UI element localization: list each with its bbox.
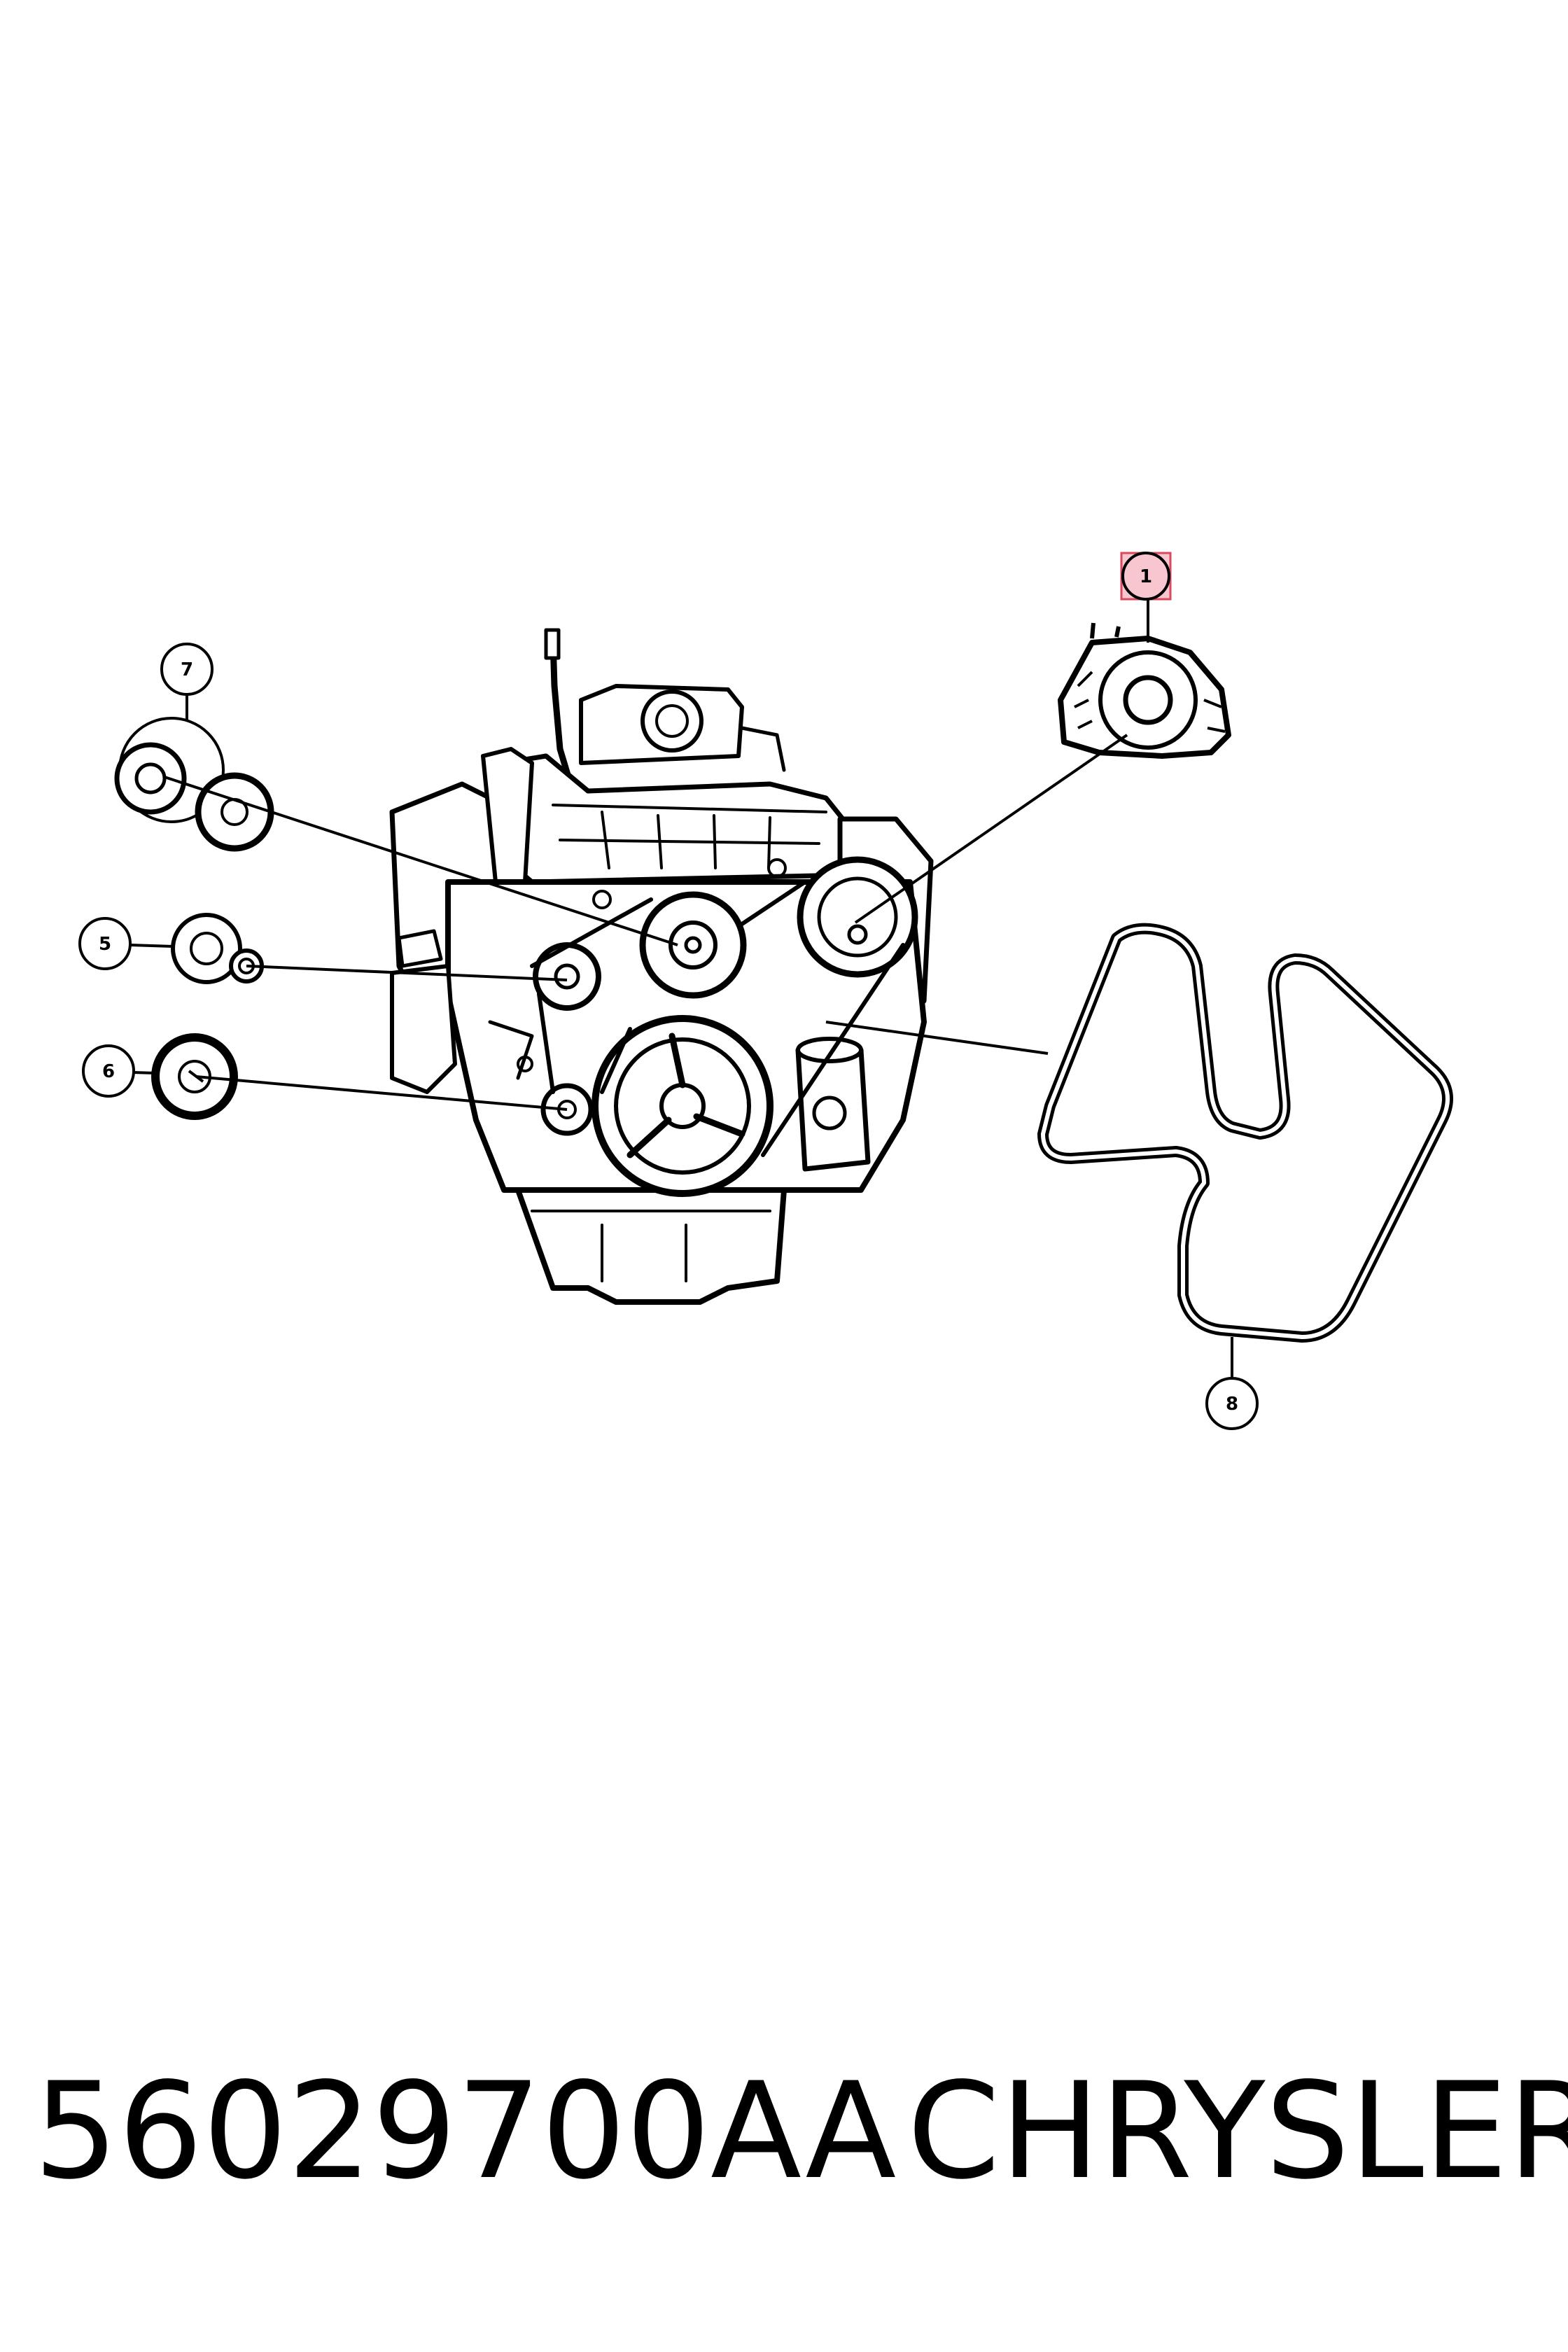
pulley-part [151, 1033, 238, 1120]
part-number: 56029700AA [34, 2054, 897, 2208]
callout-5[interactable]: 5 [78, 917, 132, 970]
callout-7[interactable]: 7 [160, 643, 214, 696]
callout-1-label: 1 [1140, 566, 1152, 587]
generator-part [1058, 622, 1231, 759]
serpentine-belt-part [1037, 923, 1453, 1343]
callout-1[interactable]: 1 [1120, 552, 1172, 601]
callout-7-label: 7 [181, 659, 193, 680]
callout-8[interactable]: 8 [1205, 1377, 1259, 1430]
engine-assembly [389, 628, 934, 1305]
callout-8-label: 8 [1226, 1394, 1238, 1415]
belt-tensioner-part [171, 913, 264, 984]
idler-pulley-part [114, 717, 274, 852]
callout-5-label: 5 [99, 934, 111, 955]
manufacturer-name: CHRYSLER [907, 2054, 1568, 2208]
callout-6-label: 6 [102, 1061, 115, 1082]
callout-6[interactable]: 6 [82, 1044, 135, 1098]
leader-lines [130, 596, 1233, 1382]
